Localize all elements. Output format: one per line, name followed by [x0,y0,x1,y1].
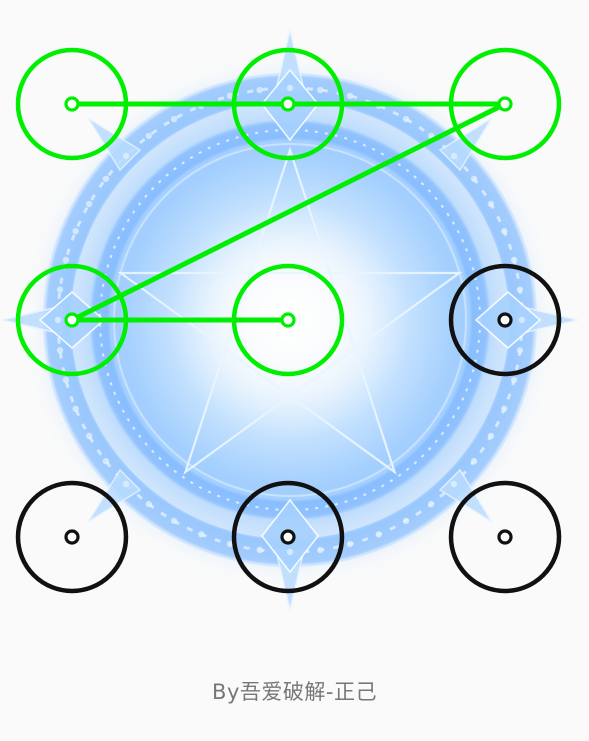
pattern-node-4[interactable] [15,263,129,377]
ornament-dot [428,500,435,508]
pattern-node-ring [231,263,345,377]
pattern-node-2[interactable] [231,47,345,161]
ornament-dot [510,376,518,384]
ornament-dot [54,316,62,324]
ornament-dot [317,86,324,94]
ornament-dot [487,200,495,208]
pattern-node-dot [280,312,296,328]
ornament-dot [198,531,205,538]
pattern-node-dot [497,96,513,112]
ornament-dot [450,152,458,160]
ornament-dot [487,432,495,440]
ornament-dot [226,540,234,548]
ornament-dot [102,175,110,182]
ornament-dot [402,517,410,525]
pattern-node-dot [64,529,80,545]
ornament-dot [286,548,294,556]
ornament-dot [450,480,458,488]
pattern-node-dot [497,312,513,328]
pattern-node-ring [448,263,562,377]
ornament-dot [145,132,152,140]
ornament-dot [170,517,178,525]
pattern-node-dot [64,96,80,112]
ornament-dot [510,256,518,264]
pattern-node-ring [448,47,562,161]
ornament-dot [317,546,324,554]
pattern-node-ring [448,480,562,594]
pattern-node-dot [280,529,296,545]
pattern-node-ring [15,480,129,594]
pattern-path [69,101,508,323]
ornament-dot [170,115,178,123]
ornament-dot [56,286,64,293]
pattern-node-dot [280,96,296,112]
ornament-dot [470,175,478,182]
ornament-dot [346,540,354,548]
ornament-dot [72,405,79,412]
pattern-node-5[interactable] [231,263,345,377]
ornament-dot [85,432,93,440]
ornament-dot [346,92,354,100]
ornament-dot [72,228,79,235]
pattern-node-dot [497,529,513,545]
ornament-dot [501,228,508,235]
ornament-dot [62,256,70,264]
pattern-node-ring [231,47,345,161]
pattern-node-ring [15,47,129,161]
ornament-dot [516,347,524,354]
ornament-dot [286,84,294,92]
ornament-dot [62,376,70,384]
ornament-dot [256,546,263,554]
ornament-dot [122,480,130,488]
ornament-dot [375,531,382,538]
pattern-segment [69,101,508,323]
ornament-dot [85,200,93,208]
author-credit: By吾爱破解-正己 [212,680,377,704]
ornament-dot [102,458,110,465]
ornament-dot [470,458,478,465]
pattern-node-6[interactable] [448,263,562,377]
ornament-dot [518,316,526,324]
ornament-dot [56,347,64,354]
ornament-dot [226,92,234,100]
pattern-node-1[interactable] [15,47,129,161]
ornament-dot [145,500,152,508]
pattern-node-ring [15,263,129,377]
pattern-node-dot [64,312,80,328]
pattern-node-ring [231,480,345,594]
ornament-dot [516,286,524,293]
pattern-node-3[interactable] [448,47,562,161]
ornament-dot [402,115,410,123]
pattern-node-9[interactable] [448,480,562,594]
pattern-node-8[interactable] [231,480,345,594]
ornament-dot [122,152,130,160]
ornament-dot [501,405,508,412]
pattern-node-7[interactable] [15,480,129,594]
ornament-dot [256,86,263,94]
